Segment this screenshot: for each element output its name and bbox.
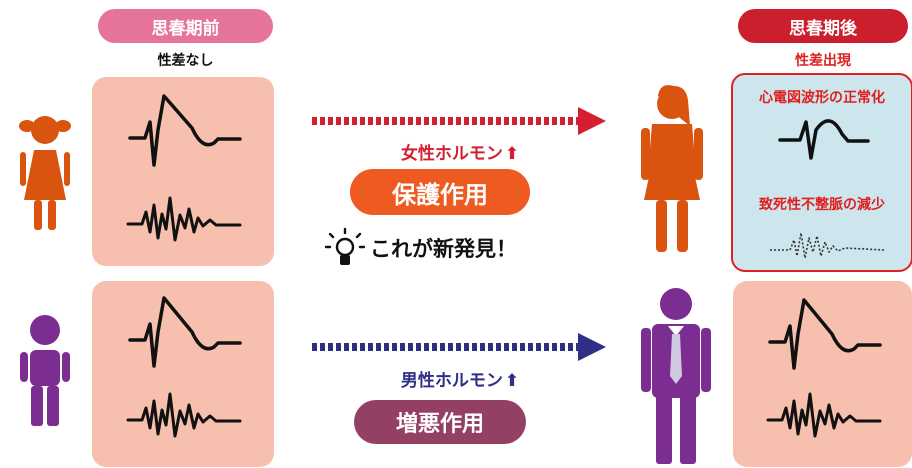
worsening-effect-label: 増悪作用 (395, 412, 484, 437)
male-hormone-caption: 男性ホルモン⬆ (360, 366, 560, 391)
man-ecg-waveform (768, 298, 882, 370)
before-puberty-pill: 思春期前 (98, 9, 273, 43)
girl-arrhythmia-waveform (126, 196, 242, 242)
up-arrow-icon: ⬆ (504, 371, 520, 391)
boy-icon (20, 315, 70, 426)
boy-before-ecg-panel (92, 281, 274, 467)
woman-icon (641, 85, 703, 252)
girl-ecg-waveform (128, 94, 242, 167)
female-dashed-arrow (312, 107, 606, 135)
lightbulb-icon (324, 227, 366, 265)
man-arrhythmia-waveform (766, 392, 882, 438)
woman-after-ecg-panel (731, 73, 912, 272)
protective-effect-pill: 保護作用 (350, 169, 530, 215)
female-hormone-label: 女性ホルモン (400, 144, 503, 164)
girl-before-ecg-panel (92, 77, 274, 266)
arrhythmia-reduction-label: 致死性不整脈の減少 (759, 197, 885, 213)
sex-difference-appears-label: 性差出現 (795, 53, 851, 69)
protective-effect-label: 保護作用 (392, 180, 488, 209)
boy-ecg-waveform (128, 296, 242, 368)
man-after-ecg-panel (733, 281, 912, 467)
male-dashed-arrow (312, 333, 606, 361)
male-hormone-label: 男性ホルモン (400, 371, 503, 391)
woman-normal-ecg-waveform (778, 119, 870, 160)
after-puberty-pill: 思春期後 (738, 9, 908, 43)
woman-reduced-arrhythmia-waveform (770, 232, 885, 259)
man-icon (641, 288, 711, 464)
no-sex-difference-label: 性差なし (157, 53, 214, 69)
ecg-normalization-label: 心電図波形の正常化 (759, 90, 885, 106)
boy-arrhythmia-waveform (126, 392, 242, 438)
girl-icon (19, 116, 71, 230)
after-puberty-label: 思春期後 (789, 18, 857, 39)
up-arrow-icon: ⬆ (504, 144, 520, 164)
before-puberty-label: 思春期前 (151, 18, 220, 39)
female-hormone-caption: 女性ホルモン⬆ (360, 139, 560, 164)
discovery-label: これが新発見！ (370, 237, 517, 261)
worsening-effect-pill: 増悪作用 (354, 400, 526, 444)
